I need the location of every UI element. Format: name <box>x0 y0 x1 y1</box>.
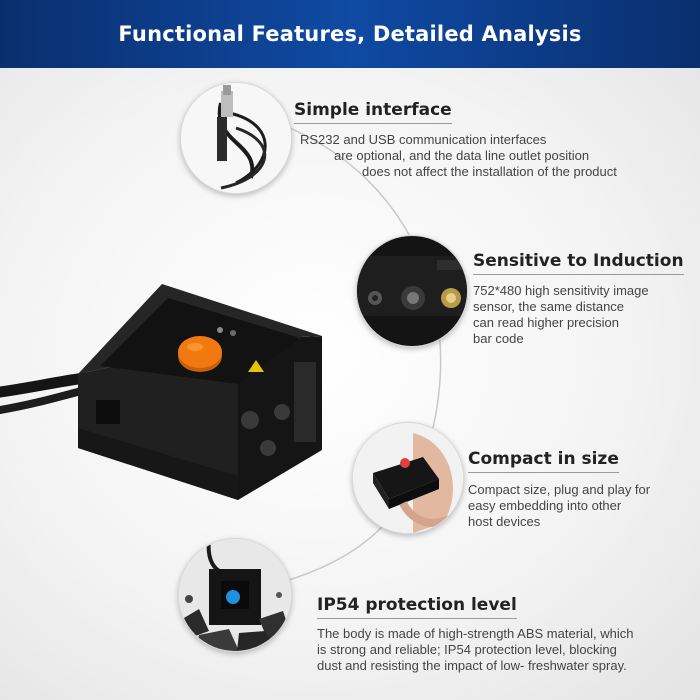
ip54-scanner-icon <box>179 539 291 651</box>
usb-cable-image <box>180 82 292 194</box>
feature-text-sensitive: 752*480 high sensitivity image sensor, t… <box>473 283 649 346</box>
scanner-product-image <box>0 280 340 520</box>
feature-title-simple-interface: Simple interface <box>294 100 452 124</box>
usb-cable-icon <box>181 83 291 193</box>
scanner-device-icon <box>0 284 322 500</box>
hand-holding-scanner-image <box>352 422 464 534</box>
header-banner: Functional Features, Detailed Analysis <box>0 0 700 68</box>
image-sensor-closeup <box>356 235 468 347</box>
image-sensor-icon <box>357 236 467 346</box>
feature-text-simple-interface: RS232 and USB communication interfaces a… <box>300 132 617 179</box>
feature-text-compact: Compact size, plug and play for easy emb… <box>468 482 651 529</box>
feature-title-sensitive: Sensitive to Induction <box>473 251 684 275</box>
feature-title-ip54: IP54 protection level <box>317 595 517 619</box>
scanner-in-rocks-image <box>178 538 292 652</box>
hand-scanner-icon <box>353 423 463 533</box>
page-title: Functional Features, Detailed Analysis <box>118 22 582 46</box>
feature-title-compact: Compact in size <box>468 449 619 473</box>
feature-text-ip54: The body is made of high-strength ABS ma… <box>317 626 634 673</box>
